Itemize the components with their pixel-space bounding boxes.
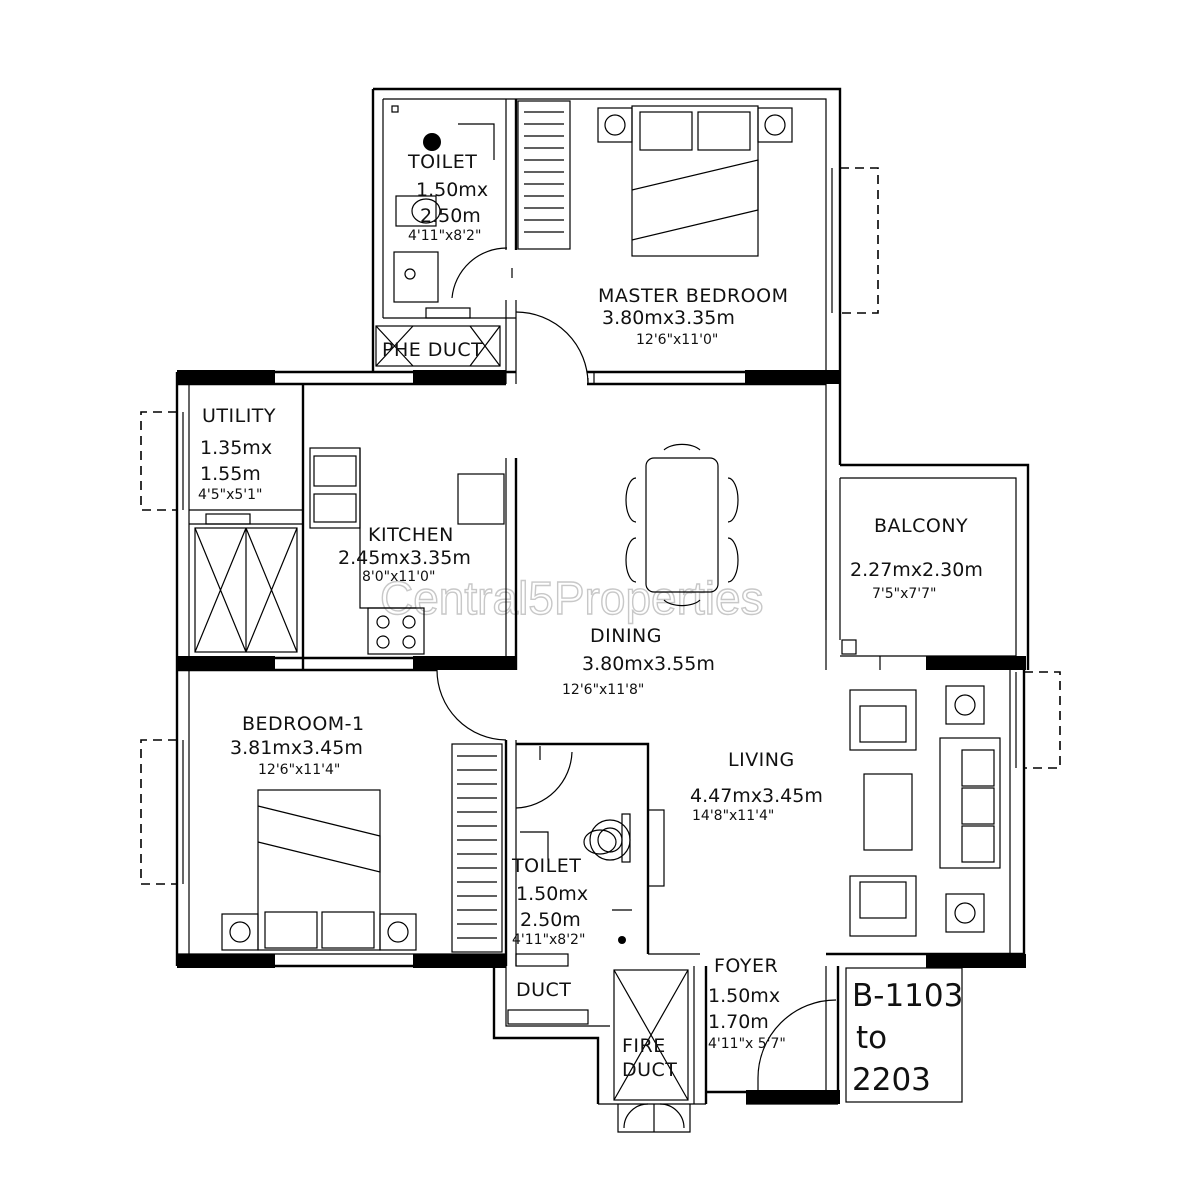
toilet-top-imperial: 4'11"x8'2": [408, 228, 481, 244]
toilet-bottom-name: TOILET: [511, 855, 581, 877]
kitchen-imperial: 8'0"x11'0": [362, 569, 435, 585]
dining-table: [625, 443, 739, 607]
fire-duct-label-1: FIRE: [622, 1035, 666, 1057]
unit-tag-line-1: B-1103: [852, 978, 963, 1014]
master-bedroom-imperial: 12'6"x11'0": [636, 332, 718, 348]
duct-shapes: [194, 307, 689, 1101]
toilet-bottom-fixtures: [583, 813, 632, 944]
watermark: Central5Properties: [380, 572, 764, 624]
toilet-top-name: TOILET: [407, 151, 477, 173]
room-labels: TOILET 1.50mx 2.50m 4'11"x8'2" MASTER BE…: [198, 151, 983, 1081]
utility-dim2: 1.55m: [200, 463, 261, 485]
master-bed: [597, 105, 793, 257]
unit-tag: B-1103 to 2203: [845, 967, 963, 1103]
utility-dim1: 1.35mx: [200, 437, 272, 459]
bedroom1-name: BEDROOM-1: [242, 713, 365, 735]
kitchen-name: KITCHEN: [368, 524, 454, 546]
duct-label: DUCT: [516, 979, 571, 1001]
toilet-top-dim1: 1.50mx: [416, 179, 488, 201]
dining-dim: 3.80mx3.55m: [582, 653, 715, 675]
toilet-top-fixtures: [391, 105, 441, 303]
kitchen-fixtures: [309, 447, 505, 655]
toilet-top-dim2: 2.50m: [420, 205, 481, 227]
kitchen-dim: 2.45mx3.35m: [338, 547, 471, 569]
balcony-imperial: 7'5"x7'7": [872, 586, 937, 602]
dining-imperial: 12'6"x11'8": [562, 682, 644, 698]
toilet-bottom-dim1: 1.50mx: [516, 883, 588, 905]
master-bedroom-name: MASTER BEDROOM: [598, 285, 788, 307]
toilet-bottom-dim2: 2.50m: [520, 909, 581, 931]
windows: [140, 167, 1061, 885]
living-dim: 4.47mx3.45m: [690, 785, 823, 807]
living-name: LIVING: [728, 749, 795, 771]
balcony-dim: 2.27mx2.30m: [850, 559, 983, 581]
unit-tag-line-3: 2203: [852, 1062, 931, 1098]
unit-tag-line-2: to: [856, 1020, 887, 1056]
living-furniture: [647, 685, 1001, 937]
living-imperial: 14'8"x11'4": [692, 808, 774, 824]
wardrobes: [451, 100, 571, 953]
fire-duct-label-2: DUCT: [622, 1059, 677, 1081]
bedroom1-dim: 3.81mx3.45m: [230, 737, 363, 759]
foyer-name: FOYER: [714, 955, 778, 977]
wall-fills: [177, 370, 1026, 1104]
balcony-name: BALCONY: [874, 515, 968, 537]
balcony-fixtures: [841, 639, 857, 655]
utility-name: UTILITY: [202, 405, 276, 427]
toilet-bottom-imperial: 4'11"x8'2": [512, 932, 585, 948]
foyer-dim2: 1.70m: [708, 1011, 769, 1033]
foyer-imperial: 4'11"x 5'7": [708, 1036, 786, 1052]
foyer-dim1: 1.50mx: [708, 985, 780, 1007]
master-bedroom-dim: 3.80mx3.35m: [602, 307, 735, 329]
bedroom-bed: [221, 789, 417, 951]
bedroom1-imperial: 12'6"x11'4": [258, 762, 340, 778]
dining-name: DINING: [590, 625, 662, 647]
utility-imperial: 4'5"x5'1": [198, 487, 263, 503]
doors: [436, 123, 837, 1133]
phe-duct-label: PHE DUCT: [382, 339, 483, 361]
